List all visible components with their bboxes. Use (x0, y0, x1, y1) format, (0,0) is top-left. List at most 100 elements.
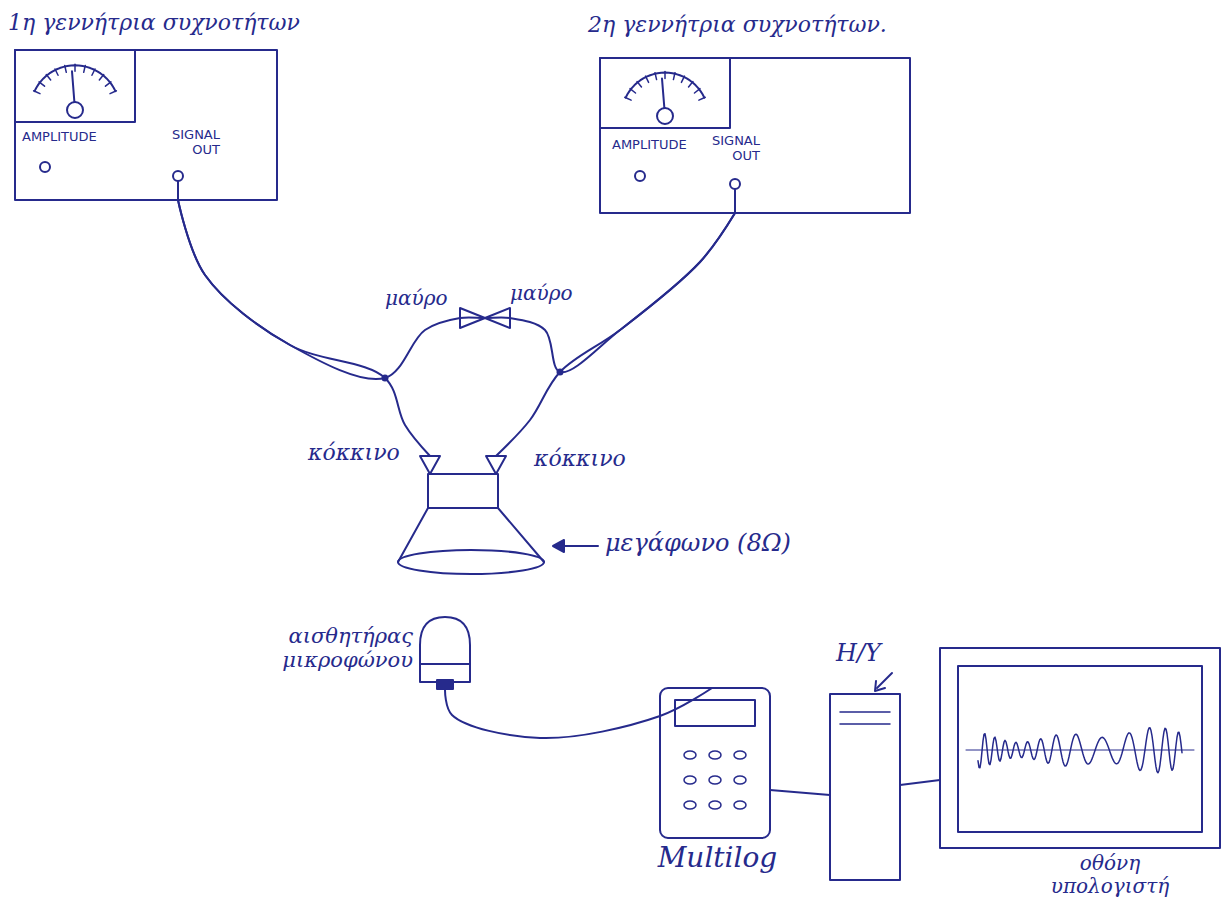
control-label: AMPLITUDE (22, 130, 97, 145)
gauge-tick (630, 89, 636, 93)
generator-panel (600, 58, 910, 213)
device-drawing-group (398, 456, 598, 574)
gauge-tick (39, 82, 45, 86)
frequency-generator: 1η γεννήτρια συχνοτήτωνAMPLITUDE SIGNAL O… (5, 5, 307, 205)
gauge-tick (694, 89, 700, 93)
gauge-tick (699, 97, 705, 100)
logger-button (684, 776, 696, 784)
gauge-tick (99, 75, 103, 80)
device-label: μεγάφωνο (8Ω) (605, 530, 791, 558)
gauge-tick (55, 69, 58, 75)
logger-button (734, 751, 746, 759)
logger-body (660, 688, 770, 838)
tower-case (830, 694, 900, 880)
device-outline (15, 50, 277, 200)
logger-button (709, 776, 721, 784)
device-label: Multilog (655, 842, 780, 874)
device-drawing-group (830, 673, 900, 880)
gauge-tick (664, 72, 666, 79)
gauge-scale (626, 73, 705, 98)
gauge-tick (673, 73, 675, 80)
gauge-tick (689, 81, 693, 86)
frequency-generator: 2η γεννήτρια συχνοτήτων. AMPLITUDESIGNAL … (585, 5, 922, 217)
logger-display (675, 700, 755, 726)
gauge-tick (625, 97, 631, 100)
drive-slot (840, 711, 890, 713)
gauge-tick (92, 69, 95, 75)
device-drawing-group (660, 688, 770, 838)
computer-monitor: οθόνη υπολογιστή (935, 645, 1225, 907)
device-outline (830, 694, 900, 880)
gauge-tick (637, 81, 641, 86)
leader-arrowhead (553, 540, 564, 552)
microphone-socket (437, 680, 453, 689)
device-outline (395, 456, 547, 576)
microphone-dome (420, 617, 470, 682)
wire-colour-label: κόκκινο (534, 446, 626, 471)
gauge-tick (34, 91, 40, 94)
device-label: αισθητήρας μικροφώνου (228, 624, 413, 672)
leader-line (560, 545, 598, 547)
microphone-sensor: αισθητήρας μικροφώνου (225, 614, 480, 692)
device-label: οθόνη υπολογιστή (1030, 852, 1190, 898)
gauge-tick (46, 75, 50, 80)
generator-panel (15, 50, 277, 200)
device-outline (940, 648, 1220, 848)
device-label: Η/Υ (836, 640, 881, 668)
logger-button (684, 751, 696, 759)
control-label: AMPLITUDE (612, 138, 687, 153)
gauge-tick (110, 91, 116, 94)
wire-colour-label: μαύρο (385, 287, 447, 310)
device-drawing-group (940, 648, 1220, 848)
jack-lead (734, 189, 736, 213)
gauge-tick (655, 73, 657, 80)
microphone-band (420, 663, 470, 665)
leader-arrowhead (875, 681, 885, 691)
jack-lead (177, 181, 179, 200)
logger-button (709, 801, 721, 809)
meter-window (600, 58, 730, 128)
computer-tower: Η/Υ (820, 638, 915, 884)
device-title: 1η γεννήτρια συχνοτήτων (8, 10, 303, 35)
gauge-tick (681, 76, 684, 82)
leader-line (877, 673, 892, 688)
data-logger: Multilog (650, 686, 790, 886)
gauge-tick (74, 64, 76, 71)
amplitude-knob (40, 162, 50, 172)
device-drawing-group (420, 617, 470, 689)
gauge-tick (646, 76, 649, 82)
wire-colour-label: κόκκινο (308, 440, 400, 465)
sensor-cable (445, 688, 712, 738)
device-outline (416, 614, 474, 690)
gauge-pivot (657, 108, 673, 124)
red-plug (420, 456, 440, 474)
logger-button (734, 776, 746, 784)
logger-button (734, 801, 746, 809)
device-drawing (820, 638, 915, 884)
usb-cable (770, 790, 830, 795)
amplitude-knob (635, 171, 645, 181)
jack-label: SIGNAL OUT (690, 134, 760, 164)
signal-jack (173, 171, 183, 181)
monitor-frame (940, 648, 1220, 848)
red-plug (486, 456, 506, 474)
device-drawing-group (15, 50, 277, 200)
waveform-axis (966, 750, 1194, 751)
jack-label: SIGNAL OUT (150, 128, 220, 158)
gauge-pivot (67, 102, 83, 118)
speaker-magnet (428, 474, 498, 508)
beat-waveform (978, 728, 1182, 773)
drive-slot (840, 723, 890, 725)
wire-colour-label: μαύρο (510, 282, 572, 305)
meter-window (15, 50, 135, 122)
gauge-scale (35, 65, 116, 91)
speaker-rim (398, 550, 544, 574)
logger-button (684, 801, 696, 809)
gauge-tick (65, 66, 67, 73)
logger-button (709, 751, 721, 759)
device-outline (660, 688, 770, 838)
device-title: 2η γεννήτρια συχνοτήτων. (588, 12, 918, 37)
device-drawing-group (600, 58, 910, 213)
signal-jack (730, 179, 740, 189)
